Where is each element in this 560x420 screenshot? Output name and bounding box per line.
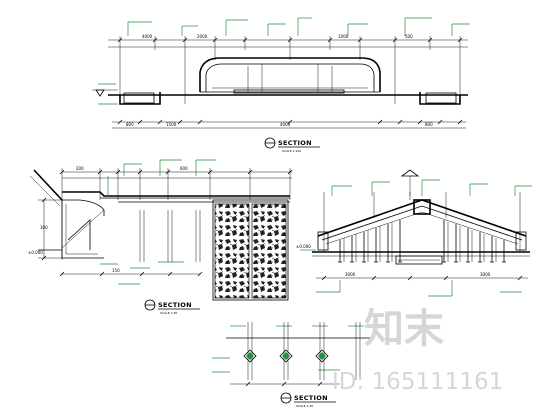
section-scale: SCALE 1:30	[296, 404, 313, 408]
section-title: SECTION	[158, 301, 192, 309]
dim-label: 300	[40, 225, 48, 230]
dim-label: 1000	[338, 34, 349, 39]
dim-label: 2000	[197, 34, 208, 39]
right-section-drawing: ±0.000 3000 3000	[296, 169, 532, 297]
top-section-drawing: 4000 4000 2000 1000 500 800 1500 800 SEC…	[92, 17, 470, 153]
dim-label: 4000	[142, 34, 153, 39]
dim-label: 600	[180, 166, 188, 171]
left-section-drawing: 200 600 300 150 ±0.000 SECTION SCALE 1:3…	[28, 159, 293, 315]
dim-label: 3000	[345, 272, 356, 277]
bottom-section-drawing: SECTION SCALE 1:30	[212, 322, 370, 408]
section-scale: SCALE 1:100	[282, 149, 301, 153]
dim-label: 150	[112, 268, 120, 273]
section-title: SECTION	[294, 394, 328, 402]
dim-label: 500	[405, 34, 413, 39]
dim-label: 200	[76, 166, 84, 171]
dim-label: 3000	[480, 272, 491, 277]
level-tag: ±0.000	[296, 244, 311, 249]
watermark-logo: 知末	[364, 306, 444, 352]
dim-label: 800	[425, 122, 433, 127]
dim-label: 800	[126, 122, 134, 127]
dim-label: 1500	[166, 122, 177, 127]
section-title: SECTION	[278, 139, 312, 147]
watermark-id: ID: 165111161	[332, 369, 503, 395]
level-tag: ±0.000	[28, 250, 43, 255]
section-scale: SCALE 1:30	[160, 311, 177, 315]
dim-label: 4000	[280, 122, 291, 127]
watermark: 知末 ID: 165111161	[332, 306, 503, 395]
